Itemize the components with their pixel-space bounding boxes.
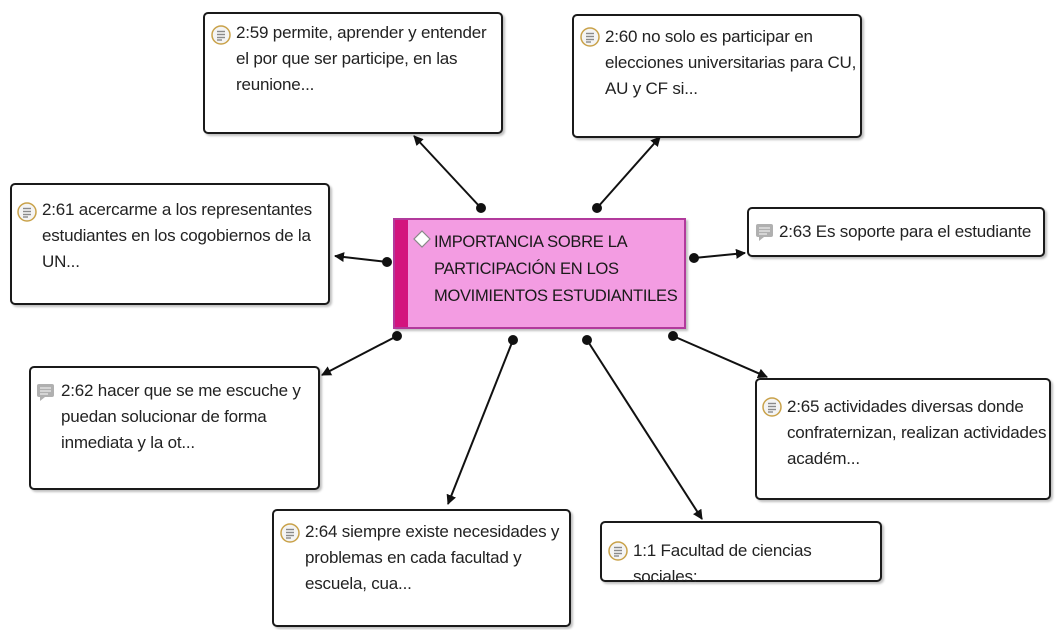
- quotation-node-2-59[interactable]: 2:59 permite, aprender y entender el por…: [203, 12, 503, 134]
- quotation-node-2-63[interactable]: 2:63 Es soporte para el estudiante: [747, 207, 1045, 257]
- central-code-node[interactable]: IMPORTANCIA SOBRE LA PARTICIPACIÓN EN LO…: [393, 218, 686, 329]
- quotation-icon: [17, 202, 37, 222]
- quotation-text: 2:61 acercarme a los representantes estu…: [42, 200, 312, 271]
- quotation-text: 2:64 siempre existe necesidades y proble…: [305, 522, 560, 593]
- quotation-icon: [37, 384, 54, 401]
- quotation-text: 2:60 no solo es participar en elecciones…: [605, 27, 857, 98]
- link-to-1-1: [586, 339, 703, 520]
- link-anchor: [582, 335, 592, 345]
- link-to-2-64: [446, 339, 514, 505]
- quotation-icon: [762, 397, 782, 417]
- link-to-2-60: [596, 136, 661, 209]
- quotation-icon: [280, 523, 300, 543]
- quotation-node-2-61[interactable]: 2:61 acercarme a los representantes estu…: [10, 183, 330, 305]
- quotation-node-1-1[interactable]: 1:1 Facultad de ciencias sociales:: [600, 521, 882, 586]
- link-to-2-61: [334, 252, 388, 263]
- quotation-node-2-60[interactable]: 2:60 no solo es participar en elecciones…: [572, 14, 862, 138]
- link-anchor: [668, 331, 678, 341]
- quotation-text: 2:65 actividades diversas donde confrate…: [787, 397, 1047, 468]
- link-to-2-65: [672, 335, 768, 378]
- quotation-text: 2:62 hacer que se me escuche y puedan so…: [61, 381, 301, 452]
- quotation-text: 1:1 Facultad de ciencias sociales:: [633, 541, 812, 586]
- link-anchor: [476, 203, 486, 213]
- diamond-icon: [413, 230, 431, 248]
- quotation-icon: [608, 541, 628, 561]
- link-anchor: [382, 257, 392, 267]
- quotation-node-2-62[interactable]: 2:62 hacer que se me escuche y puedan so…: [29, 366, 320, 490]
- link-anchor: [392, 331, 402, 341]
- link-to-2-63: [693, 248, 746, 259]
- link-to-2-59: [413, 135, 482, 209]
- quotation-icon: [580, 27, 600, 47]
- central-code-label: IMPORTANCIA SOBRE LA PARTICIPACIÓN EN LO…: [434, 233, 678, 305]
- quotation-icon: [756, 224, 773, 241]
- code-color-stripe: [395, 220, 408, 327]
- quotation-node-2-65[interactable]: 2:65 actividades diversas donde confrate…: [755, 378, 1051, 500]
- link-anchor: [508, 335, 518, 345]
- link-anchor: [592, 203, 602, 213]
- quotation-node-2-64[interactable]: 2:64 siempre existe necesidades y proble…: [272, 509, 571, 627]
- quotation-text: 2:63 Es soporte para el estudiante: [779, 222, 1032, 241]
- link-to-2-62: [321, 335, 398, 376]
- quotation-text: 2:59 permite, aprender y entender el por…: [236, 23, 487, 94]
- quotation-icon: [211, 25, 231, 45]
- link-anchor: [689, 253, 699, 263]
